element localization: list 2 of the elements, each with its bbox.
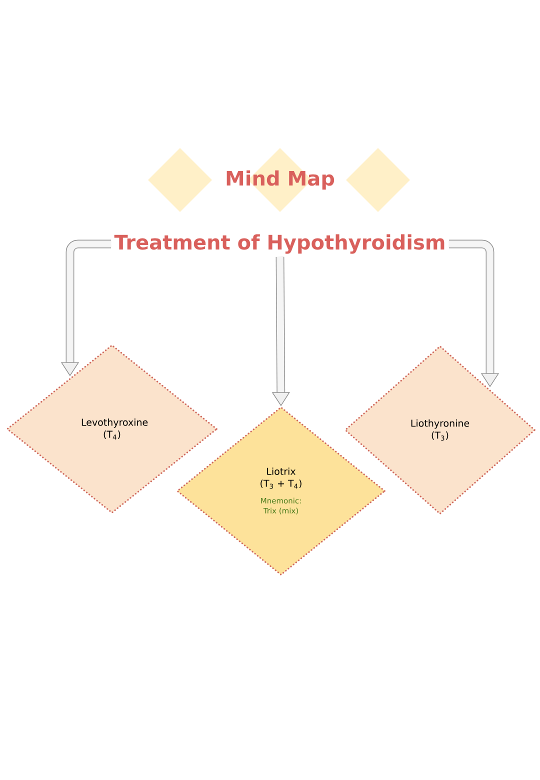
heading-text: Treatment of Hypothyroidism bbox=[114, 234, 444, 254]
title: Mind Map bbox=[226, 170, 334, 190]
